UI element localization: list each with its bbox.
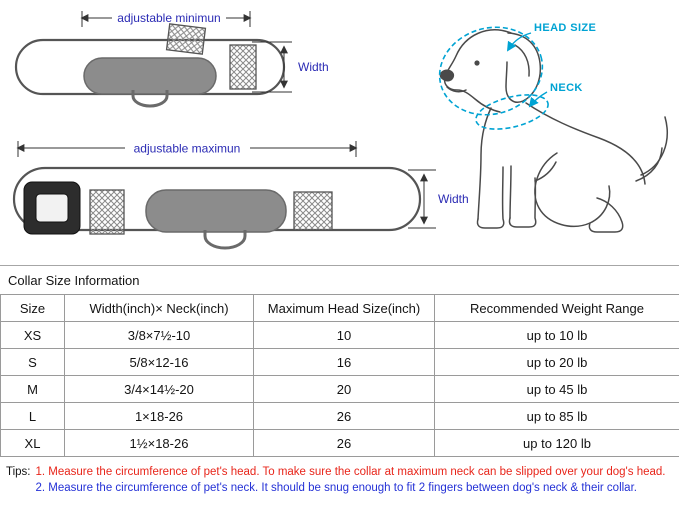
keeper-loop-icon — [229, 44, 257, 90]
table-row: XL 1½×18-26 26 up to 120 lb — [0, 429, 679, 457]
table-cell: 26 — [253, 429, 435, 457]
table-cell: 3/4×14½-20 — [64, 375, 254, 403]
tri-glide-slider-icon — [89, 189, 125, 235]
dog-hind-paw — [588, 197, 624, 233]
collar-max-diagram: adjustable maximun Width — [12, 141, 469, 250]
table-header-weight: Recommended Weight Range — [434, 294, 679, 322]
tri-glide-slider-icon — [165, 23, 207, 55]
table-cell: up to 120 lb — [434, 429, 679, 457]
width-label-max: Width — [438, 192, 469, 206]
neck-arrow — [528, 91, 548, 108]
table-cell: 26 — [253, 402, 435, 430]
section-title: Collar Size Information — [8, 273, 140, 288]
tips-label: Tips: — [6, 466, 31, 478]
table-cell: up to 20 lb — [434, 348, 679, 376]
collar-max-pad — [145, 189, 287, 233]
dog-head-outline — [443, 29, 512, 113]
width-label-min: Width — [298, 60, 329, 74]
neck-label: NECK — [550, 82, 583, 94]
table-cell: up to 85 lb — [434, 402, 679, 430]
table-cell: 3/8×7½-10 — [64, 321, 254, 349]
adjustable-maximum-label: adjustable maximun — [134, 142, 241, 156]
dog-ear-inner — [514, 44, 530, 77]
dog-belly — [534, 161, 557, 182]
tips-lines: 1. Measure the circumference of pet's he… — [36, 464, 666, 497]
neck-measure-ellipse — [475, 94, 549, 130]
dog-front-paw-2 — [508, 177, 537, 228]
table-header-head-size: Maximum Head Size(inch) — [253, 294, 435, 322]
table-row: M 3/4×14½-20 20 up to 45 lb — [0, 375, 679, 403]
dog-ear — [505, 32, 542, 103]
table-cell: XS — [0, 321, 65, 349]
collar-min-pad — [83, 57, 217, 95]
table-cell: 16 — [253, 348, 435, 376]
head-size-arrow — [506, 32, 532, 52]
head-size-ellipse — [438, 26, 544, 116]
dog-eye — [474, 60, 480, 66]
dog-chest-front-leg — [477, 107, 492, 220]
head-size-label: HEAD SIZE — [534, 22, 596, 34]
table-header-row: Size Width(inch)× Neck(inch) Maximum Hea… — [0, 294, 679, 322]
table-cell: up to 45 lb — [434, 375, 679, 403]
table-row: S 5/8×12-16 16 up to 20 lb — [0, 348, 679, 376]
size-table: Size Width(inch)× Neck(inch) Maximum Hea… — [0, 294, 679, 457]
table-row: L 1×18-26 26 up to 85 lb — [0, 402, 679, 430]
table-header-width-neck: Width(inch)× Neck(inch) — [64, 294, 254, 322]
table-row: XS 3/8×7½-10 10 up to 10 lb — [0, 321, 679, 349]
adjustable-minimum-label: adjustable minimun — [117, 11, 220, 25]
dog-haunch — [534, 152, 611, 228]
tip-2: 2. Measure the circumference of pet's ne… — [35, 482, 637, 495]
dog-illustration: HEAD SIZE NECK — [438, 22, 668, 233]
buckle-window — [35, 193, 69, 223]
table-cell: 5/8×12-16 — [64, 348, 254, 376]
dog-tail-inner — [635, 147, 663, 182]
table-cell: up to 10 lb — [434, 321, 679, 349]
tip-1: 1. Measure the circumference of pet's he… — [35, 466, 666, 478]
dog-front-paw-1 — [476, 166, 505, 229]
d-ring-icon — [131, 90, 169, 108]
table-cell: 1½×18-26 — [64, 429, 254, 457]
collar-min-diagram: adjustable minimun Width — [14, 11, 329, 108]
d-ring-icon — [203, 230, 247, 250]
table-cell: XL — [0, 429, 65, 457]
table-cell: 20 — [253, 375, 435, 403]
dog-back — [525, 102, 646, 185]
table-cell: S — [0, 348, 65, 376]
table-header-size: Size — [0, 294, 65, 322]
dog-tail — [640, 116, 668, 176]
table-cell: L — [0, 402, 65, 430]
table-cell: 10 — [253, 321, 435, 349]
tips-section: Tips: 1. Measure the circumference of pe… — [0, 457, 679, 497]
dog-mouth — [446, 86, 467, 93]
dog-nose — [439, 69, 455, 82]
collar-diagram: adjustable minimun Width adjustable maxi… — [12, 11, 668, 250]
keeper-loop-icon — [293, 191, 333, 231]
divider — [0, 265, 679, 266]
table-cell: M — [0, 375, 65, 403]
table-cell: 1×18-26 — [64, 402, 254, 430]
dog-front-leg-2 — [509, 165, 512, 219]
